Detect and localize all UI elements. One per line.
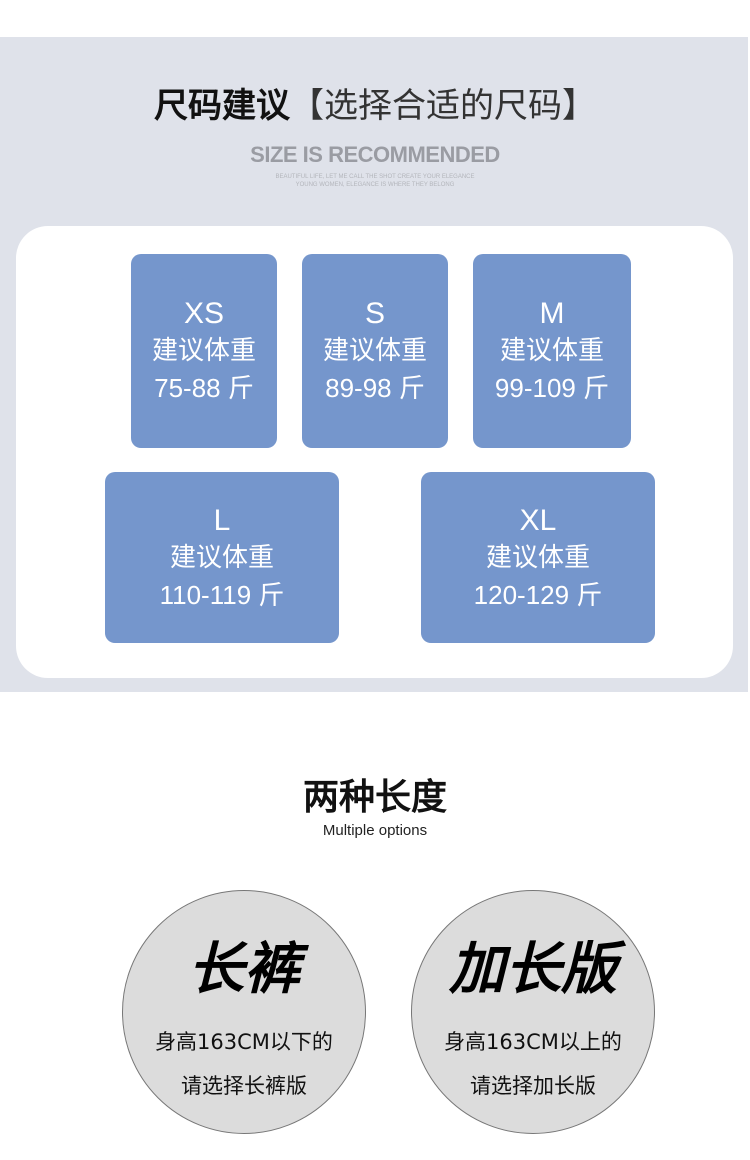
size-weight: 89-98 斤 bbox=[325, 373, 425, 403]
option-line1: 身高163CM以下的 bbox=[155, 1030, 333, 1054]
title-bold: 尺码建议 bbox=[154, 86, 290, 126]
size-weight: 75-88 斤 bbox=[154, 373, 254, 403]
size-box-xs: XS 建议体重 75-88 斤 bbox=[131, 254, 277, 448]
size-box-s: S 建议体重 89-98 斤 bbox=[302, 254, 448, 448]
option-line1: 身高163CM以上的 bbox=[444, 1030, 622, 1054]
option-name: 长裤 bbox=[188, 937, 300, 1002]
size-name: L bbox=[213, 503, 231, 537]
size-label: 建议体重 bbox=[485, 542, 590, 573]
option-name: 加长版 bbox=[449, 937, 617, 1002]
size-weight: 110-119 斤 bbox=[159, 579, 285, 610]
size-box-xl: XL 建议体重 120-129 斤 bbox=[421, 472, 655, 643]
size-section-title: 尺码建议【选择合适的尺码】 bbox=[0, 78, 750, 127]
option-line2: 请选择长裤版 bbox=[181, 1074, 307, 1098]
option-extended-length: 加长版 身高163CM以上的 请选择加长版 bbox=[411, 890, 655, 1134]
size-weight: 99-109 斤 bbox=[494, 373, 610, 403]
option-line2: 请选择加长版 bbox=[470, 1074, 596, 1098]
size-label: 建议体重 bbox=[169, 542, 274, 573]
lengths-subtitle: Multiple options bbox=[322, 822, 428, 839]
size-subtitle: SIZE IS RECOMMENDED bbox=[250, 142, 500, 167]
size-label: 建议体重 bbox=[322, 336, 427, 366]
size-weight: 120-129 斤 bbox=[473, 579, 603, 610]
size-name: XS bbox=[183, 297, 225, 330]
lengths-title: 两种长度 bbox=[302, 777, 447, 818]
option-regular-length: 长裤 身高163CM以下的 请选择长裤版 bbox=[122, 890, 366, 1134]
size-name: XL bbox=[519, 503, 557, 537]
size-box-l: L 建议体重 110-119 斤 bbox=[105, 472, 339, 643]
title-bracket: 【选择合适的尺码】 bbox=[290, 86, 596, 126]
size-label: 建议体重 bbox=[151, 336, 256, 366]
size-name: S bbox=[364, 297, 385, 330]
size-box-m: M 建议体重 99-109 斤 bbox=[473, 254, 631, 448]
tagline-1: BEAUTIFUL LIFE, LET ME CALL THE SHOT CRE… bbox=[275, 174, 475, 180]
size-name: M bbox=[539, 297, 565, 330]
tagline-2: YOUNG WOMEN, ELEGANCE IS WHERE THEY BELO… bbox=[295, 182, 455, 188]
size-label: 建议体重 bbox=[499, 336, 604, 366]
